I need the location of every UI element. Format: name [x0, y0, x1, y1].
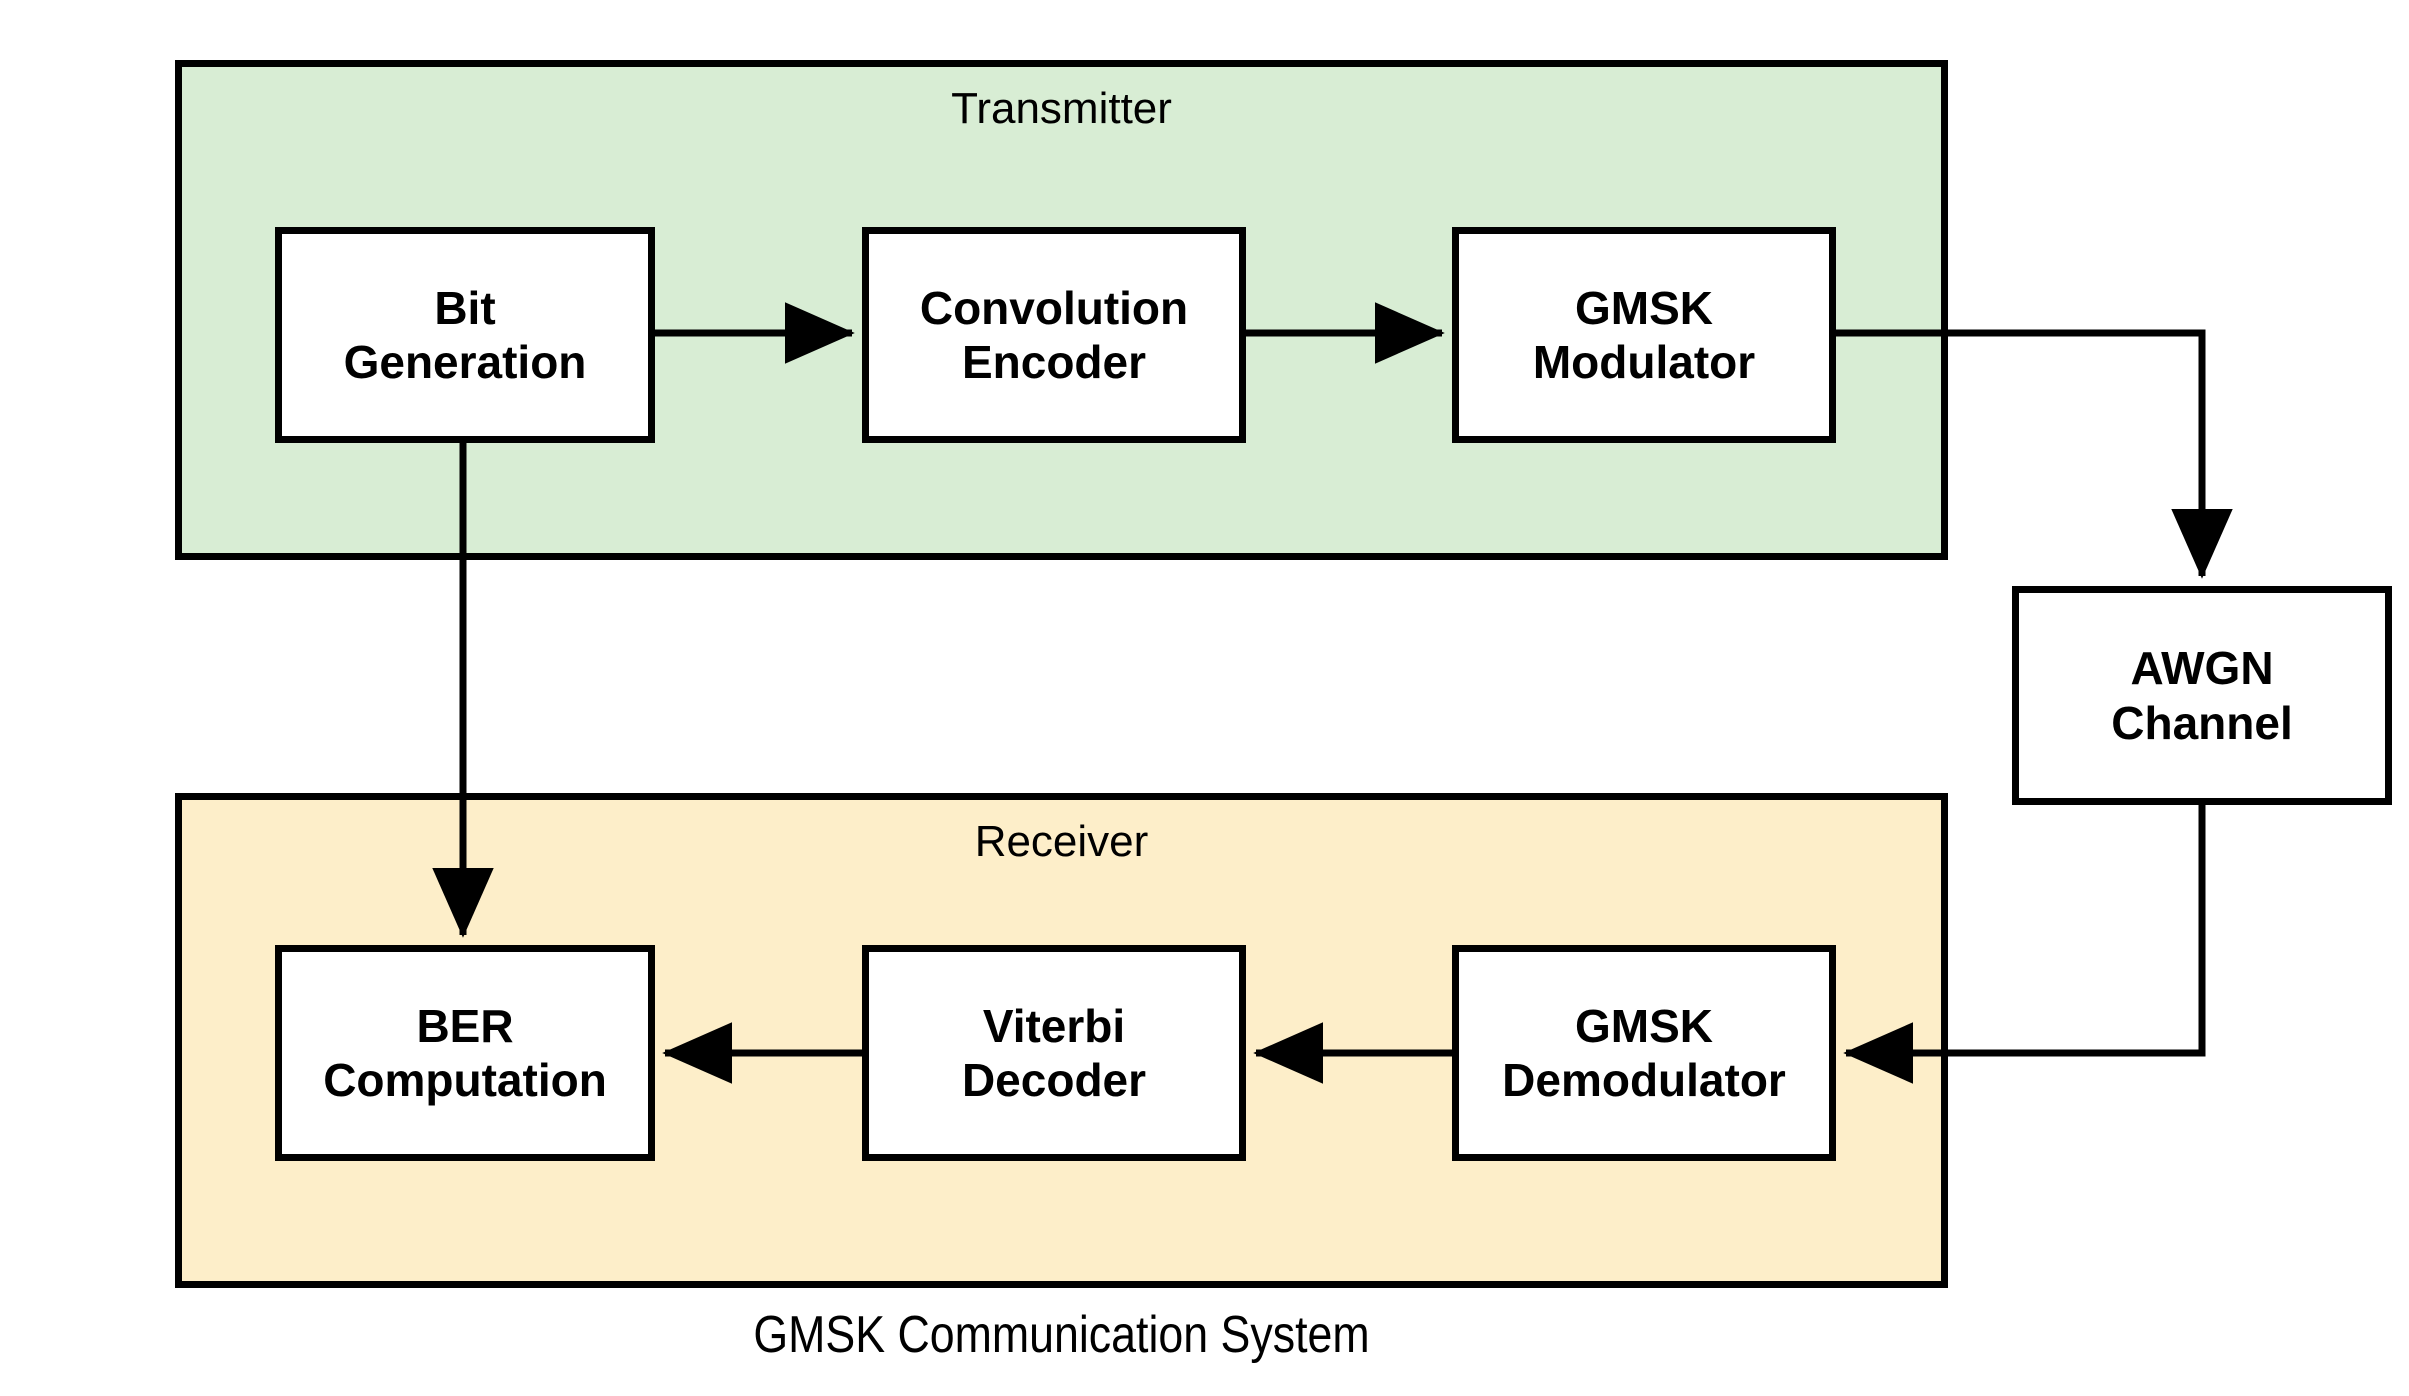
block-convolution-encoder-line2: Encoder — [961, 336, 1147, 388]
block-bit-generation-line2: Generation — [343, 336, 587, 388]
block-ber-computation-line1: BER — [416, 999, 514, 1052]
block-gmsk-modulator-line1: GMSK — [1575, 281, 1713, 334]
block-awgn-channel-line1: AWGN — [2130, 642, 2274, 695]
block-ber-computation[interactable]: BER Computation — [275, 945, 655, 1161]
block-awgn-channel-line2: Channel — [2111, 696, 2293, 749]
block-bit-generation-line1: Bit — [434, 281, 496, 334]
block-viterbi-decoder-line2: Decoder — [961, 1054, 1147, 1106]
figure-caption: GMSK Communication System — [753, 1306, 1370, 1364]
block-ber-computation-line2: Computation — [323, 1054, 607, 1106]
transmitter-region-label: Transmitter — [951, 84, 1172, 133]
block-gmsk-demodulator[interactable]: GMSK Demodulator — [1452, 945, 1836, 1161]
block-convolution-encoder-line1: Convolution — [919, 281, 1189, 334]
receiver-region-label: Receiver — [974, 817, 1149, 866]
connector-awgn-to-demodulator — [1843, 805, 2206, 1084]
block-convolution-encoder[interactable]: Convolution Encoder — [862, 227, 1246, 443]
block-gmsk-demodulator-line2: Demodulator — [1502, 1054, 1786, 1106]
connector-modulator-to-awgn — [1836, 329, 2233, 579]
block-gmsk-demodulator-line1: GMSK — [1575, 999, 1713, 1052]
block-viterbi-decoder-line1: Viterbi — [982, 999, 1126, 1052]
block-gmsk-modulator[interactable]: GMSK Modulator — [1452, 227, 1836, 443]
block-bit-generation[interactable]: Bit Generation — [275, 227, 655, 443]
block-awgn-channel[interactable]: AWGN Channel — [2012, 586, 2392, 805]
block-gmsk-modulator-line2: Modulator — [1532, 336, 1756, 388]
block-viterbi-decoder[interactable]: Viterbi Decoder — [862, 945, 1246, 1161]
